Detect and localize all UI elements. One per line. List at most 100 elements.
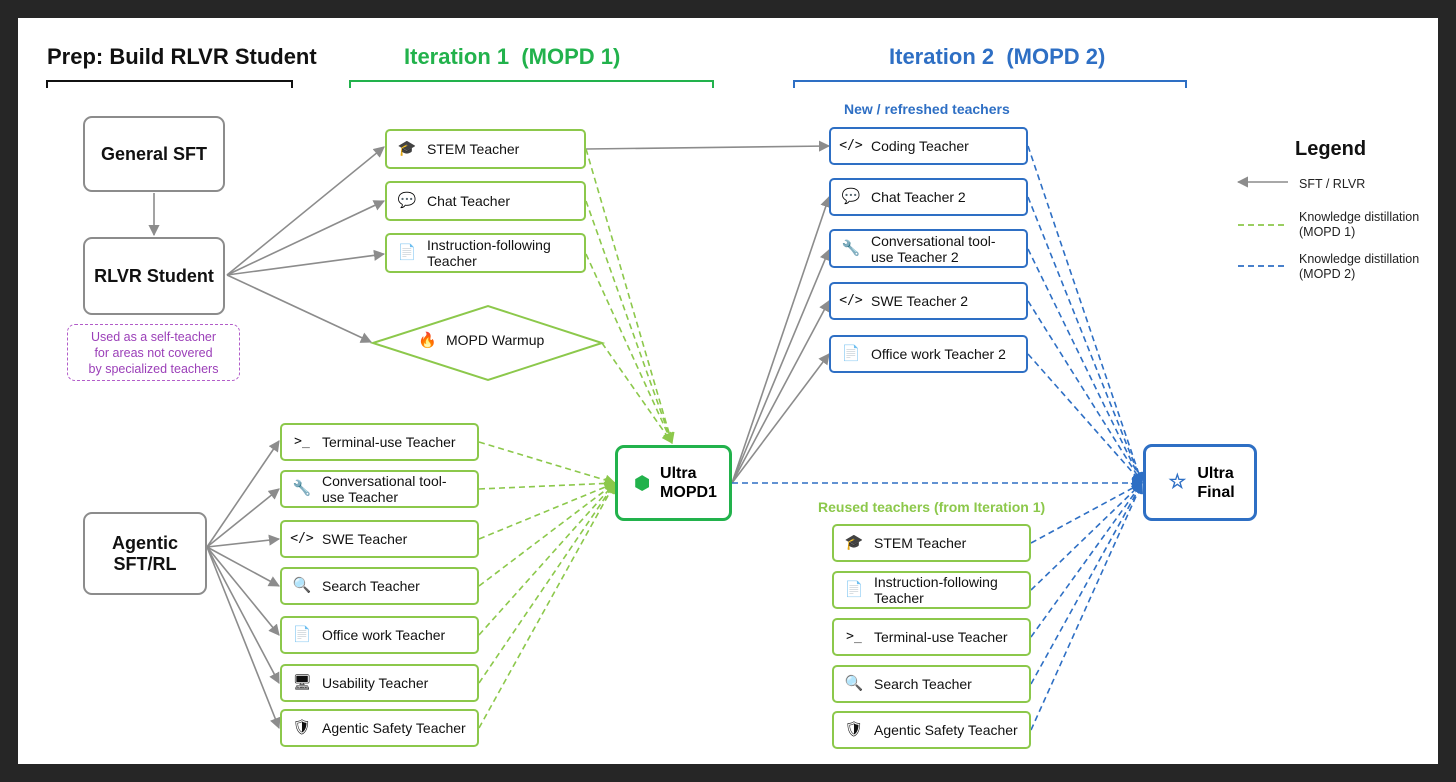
ultra-final-node: ☆ Ultra Final bbox=[1143, 444, 1257, 521]
conversational-tool-use-teacher-node: 🔧 Conversational tool-use Teacher bbox=[280, 470, 479, 508]
general-sft-label: General SFT bbox=[100, 143, 208, 164]
document-icon: 📄 bbox=[844, 581, 864, 598]
speech-bubble-icon: 💬 bbox=[397, 192, 417, 209]
ultra-mopd1-node: ⬢ Ultra MOPD1 bbox=[615, 445, 732, 521]
document-icon: 📄 bbox=[841, 345, 861, 362]
teacher-label: Terminal-use Teacher bbox=[322, 434, 456, 450]
reused-terminal-use-teacher-node: >_ Terminal-use Teacher bbox=[832, 618, 1031, 656]
mopd-warmup-node: 🔥 MOPD Warmup bbox=[418, 331, 544, 349]
instruction-following-teacher-node: 📄 Instruction-following Teacher bbox=[385, 233, 586, 273]
teacher-label: STEM Teacher bbox=[874, 535, 967, 551]
teacher-label: Conversational tool-use Teacher 2 bbox=[871, 232, 996, 265]
swe-teacher-node: </> SWE Teacher bbox=[280, 520, 479, 558]
monitor-icon: 🖥 bbox=[292, 674, 312, 691]
self-teacher-note: Used as a self-teacher for areas not cov… bbox=[67, 324, 240, 381]
reused-stem-teacher-node: 🎓 STEM Teacher bbox=[832, 524, 1031, 562]
document-icon: 📄 bbox=[397, 244, 417, 261]
magnifier-icon: 🔍 bbox=[844, 675, 864, 692]
iteration-2-header: Iteration 2 (MOPD 2) bbox=[889, 44, 1106, 69]
mopd1-distillation-arrows bbox=[478, 148, 675, 729]
ultra-final-line1: Ultra bbox=[1197, 464, 1234, 482]
legend-item-mopd1: Knowledge distillation (MOPD 1) bbox=[1299, 210, 1420, 239]
iter2-bracket bbox=[793, 80, 1187, 88]
swe-teacher-2-node: </> SWE Teacher 2 bbox=[829, 282, 1028, 320]
code-icon: </> bbox=[839, 293, 863, 308]
speech-bubble-icon: 💬 bbox=[841, 188, 861, 205]
teacher-label: Conversational tool-use Teacher bbox=[322, 473, 447, 505]
legend-item-sft-rlvr: SFT / RLVR bbox=[1299, 177, 1366, 191]
document-icon: 📄 bbox=[292, 626, 312, 643]
teacher-label: Chat Teacher bbox=[427, 193, 511, 209]
teacher-label: Instruction-following Teacher bbox=[427, 237, 551, 269]
mopd-warmup-label: MOPD Warmup bbox=[446, 332, 545, 348]
teacher-label: Terminal-use Teacher bbox=[874, 629, 1008, 645]
rlvr-student-node: RLVR Student bbox=[83, 237, 225, 315]
star-icon: ☆ bbox=[1168, 471, 1187, 493]
ultra-mopd1-line1: Ultra bbox=[660, 465, 697, 482]
general-sft-node: General SFT bbox=[83, 116, 225, 192]
chat-teacher-node: 💬 Chat Teacher bbox=[385, 181, 586, 221]
reused-agentic-safety-teacher-node: 🛡 Agentic Safety Teacher bbox=[832, 711, 1031, 749]
mopd-warmup-shape bbox=[369, 304, 606, 382]
office-work-teacher-node: 📄 Office work Teacher bbox=[280, 616, 479, 654]
ultra-mopd1-line2: MOPD1 bbox=[660, 484, 717, 501]
agentic-label-line1: Agentic bbox=[111, 532, 178, 553]
shield-icon: 🛡 bbox=[844, 721, 864, 738]
teacher-label: Office work Teacher bbox=[322, 627, 446, 643]
iter1-bracket bbox=[349, 80, 714, 88]
rlvr-student-label: RLVR Student bbox=[94, 265, 214, 286]
code-icon: </> bbox=[290, 531, 314, 546]
terminal-icon: >_ bbox=[846, 629, 862, 644]
reused-teachers-header: Reused teachers (from Iteration 1) bbox=[818, 499, 1046, 515]
flame-icon: 🔥 bbox=[418, 332, 437, 349]
connections bbox=[46, 80, 1288, 731]
teacher-label: Office work Teacher 2 bbox=[871, 346, 1006, 362]
teacher-label: Usability Teacher bbox=[322, 675, 429, 691]
teacher-label: Search Teacher bbox=[322, 578, 420, 594]
iteration-1-header: Iteration 1 (MOPD 1) bbox=[404, 44, 621, 69]
reused-search-teacher-node: 🔍 Search Teacher bbox=[832, 665, 1031, 703]
teacher-label: SWE Teacher bbox=[322, 531, 408, 547]
teacher-label: SWE Teacher 2 bbox=[871, 293, 969, 309]
sft-rlvr-arrows bbox=[148, 140, 832, 730]
ultra-mopd1-label: Ultra MOPD1 bbox=[660, 464, 717, 502]
teacher-label: Agentic Safety Teacher bbox=[874, 722, 1018, 738]
prep-header: Prep: Build RLVR Student bbox=[47, 44, 317, 69]
mopd2-distillation-arrows bbox=[732, 145, 1145, 731]
teacher-label: Chat Teacher 2 bbox=[871, 189, 966, 205]
note-line: Used as a self-teacher bbox=[90, 330, 217, 344]
wrench-icon: 🔧 bbox=[841, 239, 861, 257]
teacher-label: Instruction-following Teacher bbox=[874, 574, 998, 606]
terminal-use-teacher-node: >_ Terminal-use Teacher bbox=[280, 423, 479, 461]
teacher-label: Agentic Safety Teacher bbox=[322, 720, 466, 736]
terminal-icon: >_ bbox=[294, 434, 310, 449]
shield-icon: 🛡 bbox=[292, 719, 312, 736]
legend-title: Legend bbox=[1295, 138, 1367, 160]
usability-teacher-node: 🖥 Usability Teacher bbox=[280, 664, 479, 702]
office-work-teacher-2-node: 📄 Office work Teacher 2 bbox=[829, 335, 1028, 373]
new-teachers-header: New / refreshed teachers bbox=[844, 101, 1010, 117]
legend-item-mopd2: Knowledge distillation (MOPD 2) bbox=[1299, 252, 1420, 281]
wrench-icon: 🔧 bbox=[292, 480, 312, 497]
agentic-safety-teacher-node: 🛡 Agentic Safety Teacher bbox=[280, 709, 479, 747]
teacher-label: STEM Teacher bbox=[427, 141, 520, 157]
magnifier-icon: 🔍 bbox=[292, 577, 312, 594]
chat-teacher-2-node: 💬 Chat Teacher 2 bbox=[829, 178, 1028, 216]
ultra-final-label: Ultra Final bbox=[1197, 464, 1234, 502]
graduation-cap-icon: 🎓 bbox=[397, 140, 417, 157]
teacher-label: Coding Teacher bbox=[871, 138, 969, 154]
teacher-label: Search Teacher bbox=[874, 676, 972, 692]
prep-bracket bbox=[46, 80, 293, 88]
legend-swatches bbox=[1236, 176, 1288, 267]
diagram-canvas: Prep: Build RLVR Student Iteration 1 (MO… bbox=[18, 18, 1438, 764]
agentic-label-line2: SFT/RL bbox=[113, 553, 177, 574]
ultra-final-line2: Final bbox=[1197, 483, 1235, 501]
note-line: for areas not covered bbox=[94, 346, 213, 360]
reused-instruction-following-teacher-node: 📄 Instruction-following Teacher bbox=[832, 571, 1031, 609]
coding-teacher-node: </>Coding Teacher bbox=[829, 127, 1028, 165]
agentic-sft-rl-node: Agentic SFT/RL bbox=[83, 512, 207, 595]
cube-icon: ⬢ bbox=[634, 472, 650, 493]
graduation-cap-icon: 🎓 bbox=[844, 534, 864, 551]
stem-teacher-node: 🎓 STEM Teacher bbox=[385, 129, 586, 169]
conversational-tool-use-teacher-2-node: 🔧 Conversational tool-use Teacher 2 bbox=[829, 229, 1028, 268]
